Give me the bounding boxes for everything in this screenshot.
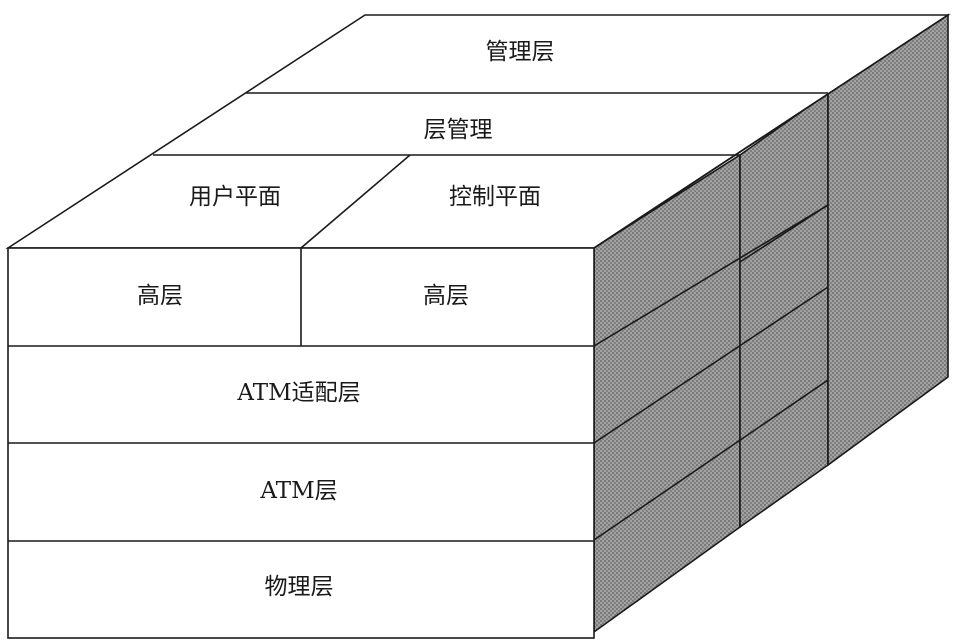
side-face-management-middle (739, 91, 829, 529)
side-divider-3 (593, 379, 829, 541)
label-physical-layer: 物理层 (265, 574, 334, 600)
label-user-plane: 用户平面 (189, 184, 281, 210)
label-atm-adaptation-layer: ATM适配层 (236, 380, 360, 406)
top-side-edge (593, 14, 949, 249)
side-divider-2 (593, 286, 829, 444)
side-divider-1 (593, 204, 829, 347)
label-control-plane: 控制平面 (449, 184, 541, 210)
label-atm-layer: ATM层 (259, 478, 337, 504)
top-divider-planes (300, 154, 411, 249)
label-control-higher-layer: 高层 (423, 283, 469, 309)
labels: 管理层 层管理 用户平面 控制平面 高层 高层 ATM适配层 ATM层 物理层 (137, 39, 555, 600)
label-user-higher-layer: 高层 (137, 283, 183, 309)
side-divider-4 (739, 204, 829, 263)
side-face (593, 13, 949, 634)
label-management-layer: 管理层 (486, 39, 555, 65)
front-face (7, 247, 595, 639)
label-layer-management: 层管理 (424, 117, 493, 143)
